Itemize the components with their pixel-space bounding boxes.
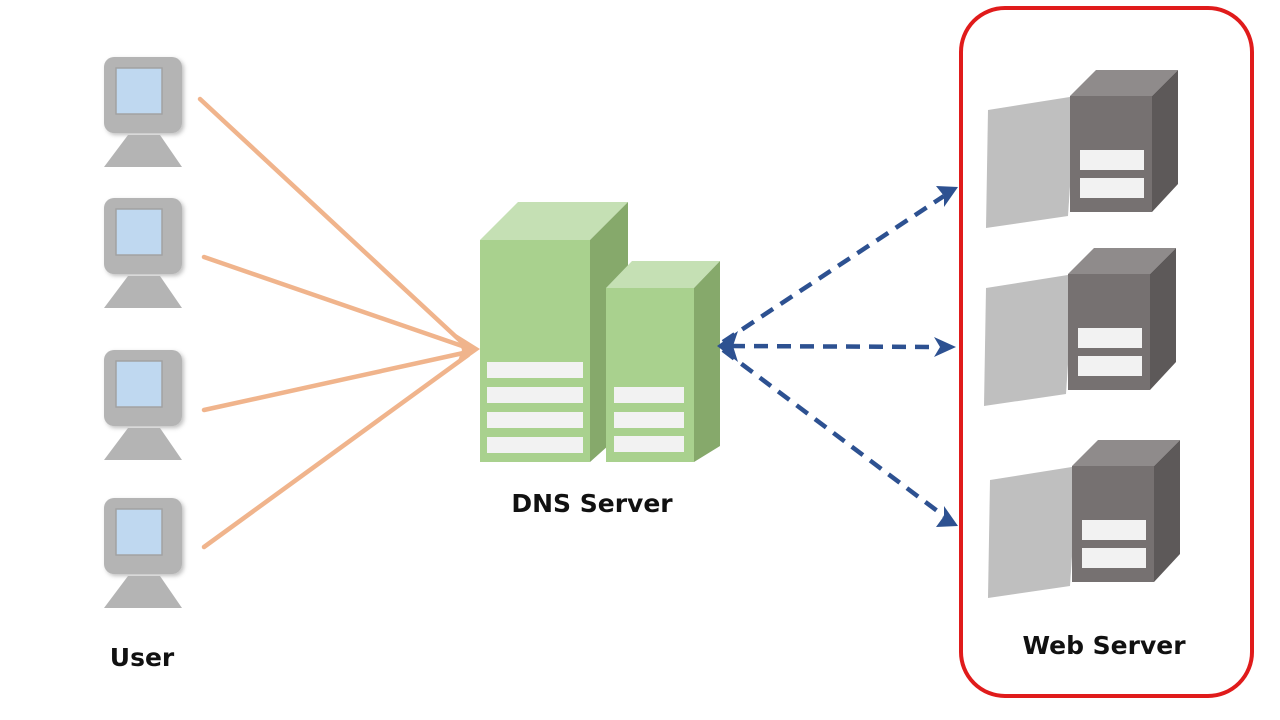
dns-server-label: DNS Server: [511, 489, 673, 518]
user-computer-2-icon: [104, 198, 182, 308]
web-server-2-icon: [984, 248, 1176, 406]
user-arrow-4: [201, 352, 471, 550]
user-arrow-3: [201, 349, 471, 413]
dns-to-web-arrows: [721, 194, 946, 518]
user-computer-4-icon: [104, 498, 182, 608]
user-computer-1-icon: [104, 57, 182, 167]
user-to-dns-arrows: [197, 96, 471, 550]
dns-arrow-3: [721, 348, 946, 518]
user-arrow-2: [201, 254, 471, 351]
user-label: User: [110, 643, 175, 672]
web-server-1-icon: [986, 70, 1178, 228]
user-computer-3-icon: [104, 350, 182, 460]
dns-arrow-2: [730, 343, 939, 350]
dns-server-icon: [480, 202, 720, 462]
user-arrow-head: [456, 334, 480, 366]
dns-arrow-1: [721, 194, 946, 344]
web-server-3-icon: [988, 440, 1180, 598]
user-arrow-1: [197, 96, 471, 351]
web-server-label: Web Server: [1022, 631, 1186, 660]
web-server-group-highlight: [959, 6, 1254, 698]
dns-arrow-heads: [717, 186, 958, 527]
